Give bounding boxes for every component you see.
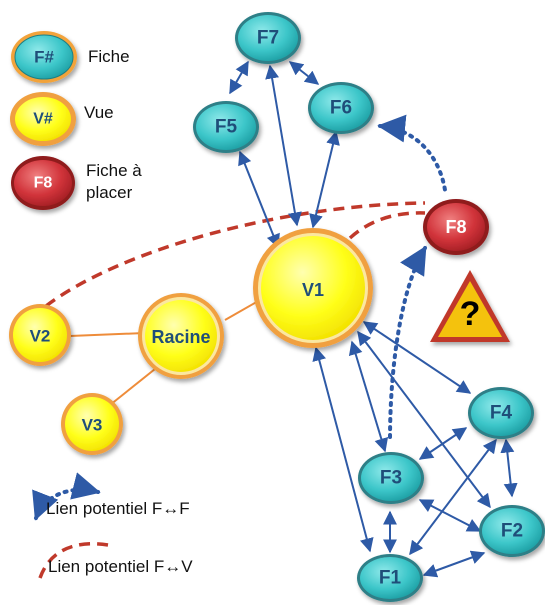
dashed-link-f8-v1 bbox=[348, 211, 426, 240]
legend-fiche-node bbox=[11, 31, 77, 83]
link-racine-v2 bbox=[69, 332, 146, 337]
node-v3 bbox=[61, 393, 123, 455]
node-racine bbox=[138, 293, 224, 379]
legend-fiche-a-placer-line1: Fiche à bbox=[86, 161, 142, 180]
legend-fiche-a-placer-symbol: F8 bbox=[34, 175, 53, 192]
node-f1-label: F1 bbox=[379, 568, 402, 589]
node-f8 bbox=[423, 199, 489, 255]
legend-vue-symbol: V# bbox=[33, 111, 53, 128]
link-f7-f6 bbox=[288, 61, 320, 85]
legend-lien-ff-label: Lien potentiel F↔F bbox=[46, 499, 190, 518]
legend-vue-label: Vue bbox=[84, 103, 114, 122]
legend-fiche-a-placer-line2: placer bbox=[86, 183, 133, 202]
legend-fiche-a-placer-label: Fiche à placer bbox=[86, 160, 142, 204]
legend-lien-fv-label: Lien potentiel F↔V bbox=[48, 557, 193, 576]
link-f2-f1 bbox=[422, 550, 486, 578]
links bbox=[229, 60, 518, 578]
node-f4 bbox=[468, 387, 534, 439]
node-f5 bbox=[193, 101, 259, 153]
node-v2 bbox=[9, 304, 71, 366]
node-f1 bbox=[357, 554, 423, 602]
link-racine-v3 bbox=[109, 364, 161, 406]
dotted-link-f6-f8 bbox=[377, 114, 447, 192]
link-v1-f3 bbox=[348, 340, 389, 453]
legend-dashed-line-icon bbox=[38, 542, 109, 579]
node-f7 bbox=[235, 12, 301, 64]
node-v1 bbox=[253, 228, 373, 348]
potential-fv-links bbox=[44, 201, 426, 308]
link-racine-v1 bbox=[224, 299, 261, 321]
node-f8-label: F8 bbox=[445, 217, 466, 237]
node-v3-label: V3 bbox=[82, 416, 103, 435]
potential-ff-links bbox=[377, 114, 447, 442]
warning-symbol: ? bbox=[460, 295, 481, 333]
link-f5-v1 bbox=[238, 150, 280, 249]
link-f7-v1 bbox=[265, 64, 302, 227]
node-v2-label: V2 bbox=[30, 327, 51, 346]
link-f7-f5 bbox=[229, 60, 249, 95]
node-f4-label: F4 bbox=[490, 403, 513, 424]
node-v1-label: V1 bbox=[302, 280, 324, 300]
node-f6-label: F6 bbox=[330, 98, 352, 119]
dashed-link-f8-v2 bbox=[44, 201, 426, 308]
legend-fiche-symbol: F# bbox=[34, 48, 54, 67]
legend-fiche-a-placer-node bbox=[11, 156, 75, 210]
node-f7-label: F7 bbox=[257, 28, 279, 49]
link-f4-f1 bbox=[409, 438, 497, 556]
tree-links bbox=[69, 299, 261, 406]
link-v1-f1 bbox=[312, 346, 374, 553]
node-f2-label: F2 bbox=[501, 521, 523, 542]
link-f4-f2 bbox=[500, 438, 518, 498]
legend-vue-node bbox=[10, 92, 76, 146]
node-racine-label: Racine bbox=[151, 327, 210, 347]
warning-triangle-icon bbox=[430, 270, 510, 342]
link-f4-f3 bbox=[418, 427, 468, 460]
node-f3 bbox=[358, 452, 424, 504]
node-f5-label: F5 bbox=[215, 117, 238, 138]
link-f3-f2 bbox=[418, 499, 482, 532]
node-f2 bbox=[479, 505, 545, 557]
legend-dotted-line-icon bbox=[32, 472, 101, 521]
link-f6-v1 bbox=[309, 130, 340, 229]
node-f6 bbox=[308, 82, 374, 134]
node-f3-label: F3 bbox=[380, 468, 402, 489]
legend-fiche-label: Fiche bbox=[88, 47, 130, 66]
